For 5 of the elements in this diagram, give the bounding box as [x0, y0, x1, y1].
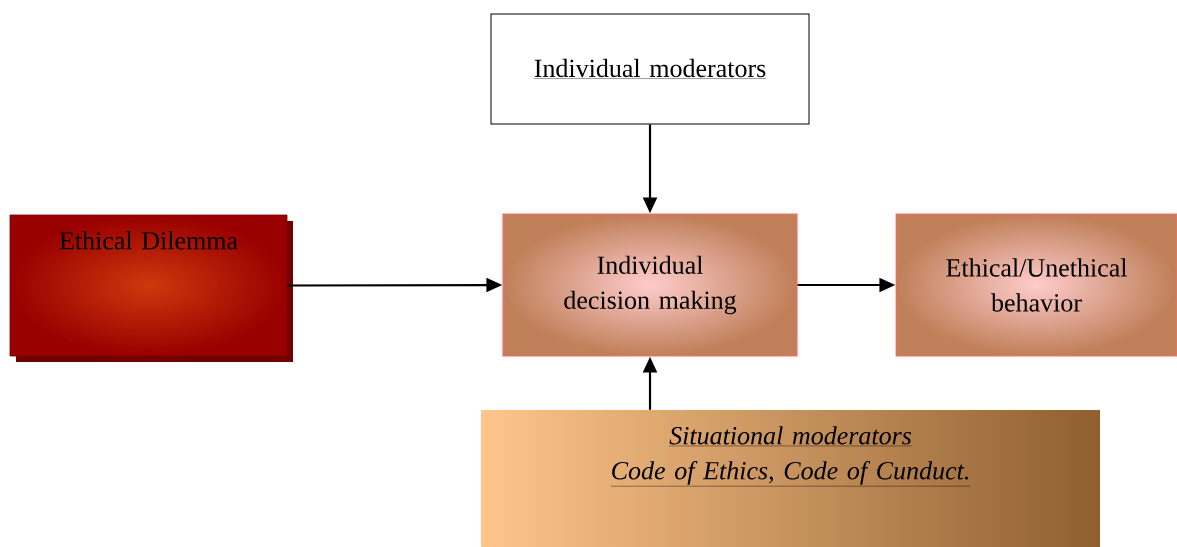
process-box: Individual moderators — [490, 13, 810, 125]
process-box: Individual decision making — [502, 213, 798, 357]
process-box: Situational moderators Code of Ethics, Code of Cunduct. — [610, 426, 971, 487]
process-box: Ethical Dilemma — [9, 214, 293, 362]
process-box: Ethical/Unethical behavior — [895, 213, 1177, 357]
